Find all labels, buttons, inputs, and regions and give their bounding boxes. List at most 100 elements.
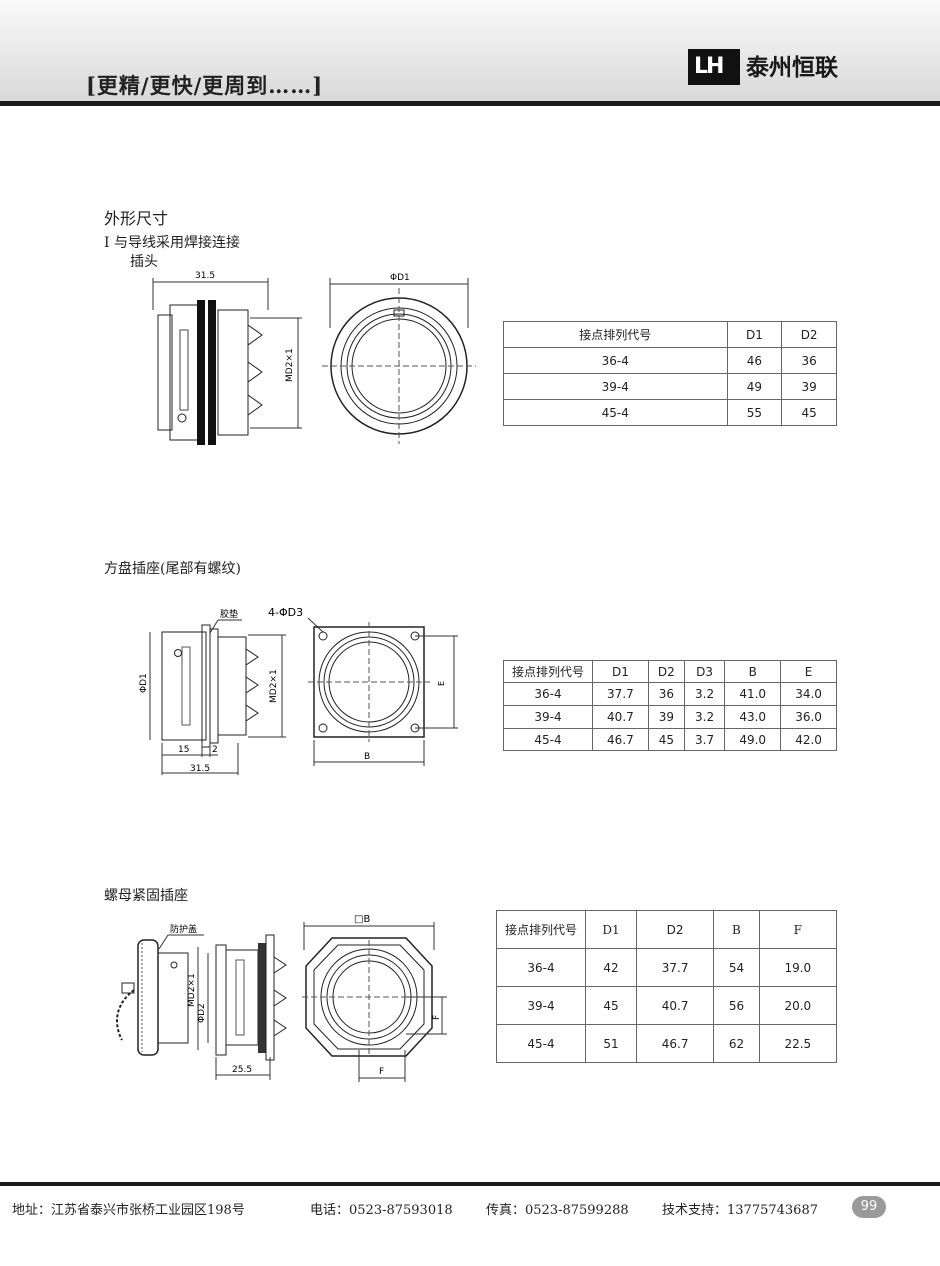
plug-side-drawing: 31.5 MD2×1 [152,271,302,445]
table-cell: 62 [713,1024,760,1063]
table-cell: 49 [726,373,783,400]
square-receptacle-front-drawing: 4-ΦD3 E B [268,606,458,766]
s3-th-1: D1 [585,910,637,949]
table-cell: 36-4 [503,682,593,706]
s3-dim-phid2: ΦD2 [197,1003,207,1023]
table-cell: 36 [781,347,837,374]
s2-dim-e: E [437,681,446,686]
header-slogan: [更精/更快/更周到……] [86,73,324,98]
section2-table: 接点排列代号 D1 D2 D3 B E 36-4 37.7 36 3.2 41.… [503,660,837,751]
table-cell: 45-4 [503,399,728,426]
header-band [0,0,940,101]
s2-dim-15: 15 [178,745,189,755]
section3-title: 螺母紧固插座 [104,888,188,904]
header-rule [0,101,940,106]
s1-th-0: 接点排列代号 [503,321,728,348]
table-cell: 45 [781,399,837,426]
table-cell: 39-4 [503,373,728,400]
table-cell: 42.0 [780,728,837,751]
s3-dim-255: 25.5 [232,1065,252,1075]
footer-fax: 传真：0523-87599288 [486,1203,629,1218]
table-cell: 22.5 [758,1024,838,1063]
table-cell: 46 [726,347,783,374]
table-cell: 36 [647,682,685,706]
s3-th-0: 接点排列代号 [496,910,586,949]
table-cell: 20.0 [758,986,838,1025]
footer-phone: 电话：0523-87593018 [310,1203,453,1218]
table-cell: 3.2 [683,705,726,729]
s2-th-1: D1 [592,660,649,683]
s2-dim-md2: MD2×1 [269,669,279,703]
section3-table: 接点排列代号 D1 D2 B F 36-4 42 37.7 54 19.0 39… [496,910,838,1063]
s3-dim-square-b: □B [354,914,370,925]
s2-holes-label: 4-ΦD3 [268,606,303,619]
brand-name: 泰州恒联 [746,55,838,81]
nut-receptacle-side-drawing: 防护盖 MD2×1 ΦD2 25.5 [116,923,287,1080]
table-cell: 40.7 [635,986,715,1025]
table-cell: 45 [585,986,637,1025]
s2-dim-2: 2 [212,745,218,755]
s2-dim-phid1: ΦD1 [139,673,149,693]
s3-th-4: F [758,910,838,949]
s3-dim-f-horizontal: F [379,1067,384,1077]
s2-dim-b: B [364,752,370,762]
s2-th-2: D2 [647,660,685,683]
s3-th-2: D2 [635,910,715,949]
section1-table: 接点排列代号 D1 D2 36-4 46 36 39-4 49 39 45-4 … [503,321,837,426]
table-cell: 41.0 [724,682,782,706]
table-cell: 39-4 [496,986,586,1025]
s3-cap-label: 防护盖 [170,923,197,935]
footer-address: 地址：江苏省泰兴市张桥工业园区198号 [12,1203,245,1218]
table-cell: 37.7 [635,948,715,987]
table-cell: 39 [647,705,685,729]
table-cell: 45-4 [496,1024,586,1063]
table-cell: 56 [713,986,760,1025]
table-cell: 34.0 [780,682,837,706]
table-cell: 51 [585,1024,637,1063]
footer-rule [0,1182,940,1186]
s3-dim-f-vertical: F [432,1015,442,1020]
table-cell: 42 [585,948,637,987]
brand-logo-icon: LH [688,49,740,85]
section1-subtitle: 插头 [130,254,158,270]
table-cell: 40.7 [592,705,649,729]
table-cell: 36-4 [503,347,728,374]
table-cell: 49.0 [724,728,782,751]
s3-dim-md2: MD2×1 [187,973,197,1007]
table-cell: 19.0 [758,948,838,987]
s1-th-1: D1 [726,321,783,348]
logo-letters: LH [694,54,724,79]
table-cell: 55 [726,399,783,426]
table-cell: 3.7 [683,728,726,751]
s2-dim-315: 31.5 [190,764,210,774]
table-cell: 36-4 [496,948,586,987]
s1-dim-md2: MD2×1 [285,348,295,382]
s1-dim-phid1: ΦD1 [390,273,410,283]
plug-front-drawing: ΦD1 [322,273,476,444]
section-title: 外形尺寸 [104,209,169,228]
table-cell: 36.0 [780,705,837,729]
s2-th-5: E [780,660,837,683]
s3-th-3: B [713,910,760,949]
nut-receptacle-front-drawing: □B F F [302,914,447,1082]
footer-support: 技术支持：13775743687 [662,1203,818,1218]
table-cell: 43.0 [724,705,782,729]
s2-gasket-label: 胶垫 [220,608,238,620]
s2-th-4: B [724,660,782,683]
section2-title: 方盘插座(尾部有螺纹) [104,561,241,577]
s1-dim-length: 31.5 [195,271,215,281]
table-cell: 46.7 [635,1024,715,1063]
s2-th-0: 接点排列代号 [503,660,593,683]
square-receptacle-side-drawing: 胶垫 ΦD1 MD2×1 15 2 31.5 [139,608,286,775]
table-cell: 39 [781,373,837,400]
table-cell: 46.7 [592,728,649,751]
section1-title: I 与导线采用焊接连接 [104,235,240,251]
page-number: 99 [852,1196,886,1218]
s2-th-3: D3 [683,660,726,683]
table-cell: 3.2 [683,682,726,706]
table-cell: 39-4 [503,705,593,729]
table-cell: 54 [713,948,760,987]
table-cell: 37.7 [592,682,649,706]
table-cell: 45-4 [503,728,593,751]
s1-th-2: D2 [781,321,837,348]
